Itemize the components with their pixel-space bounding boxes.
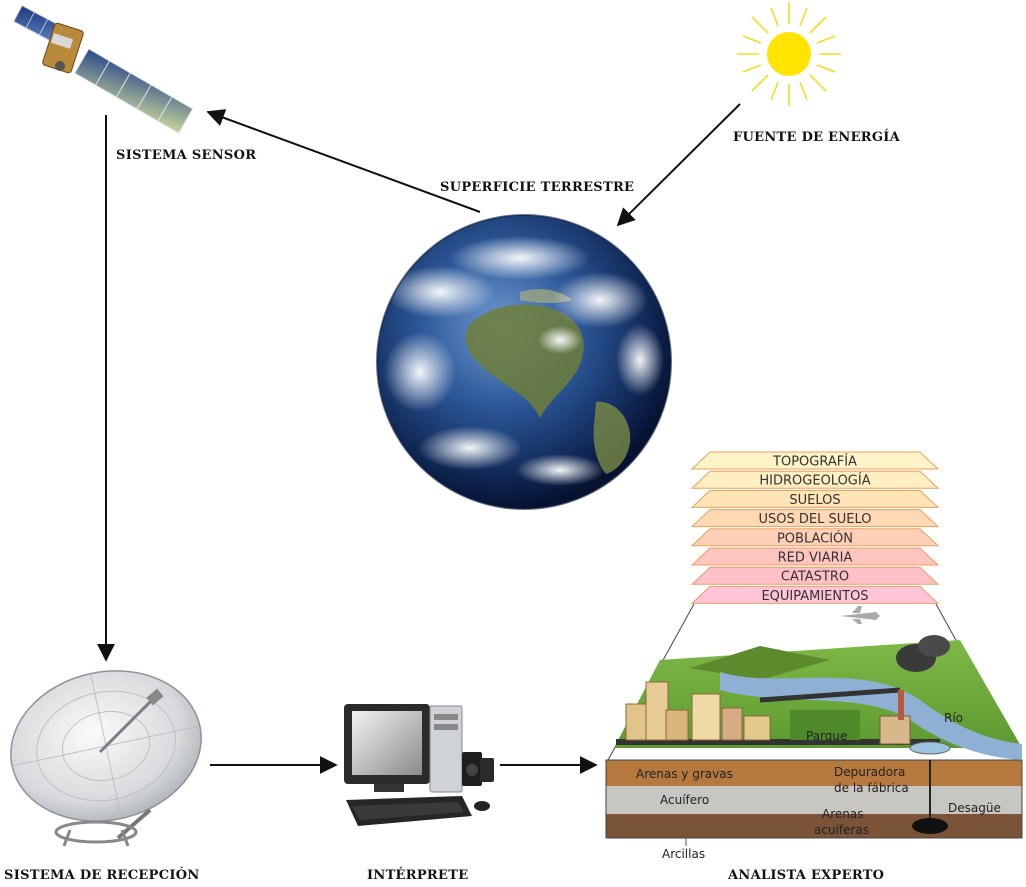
gis-layer: CATASTRO [690,566,940,585]
label-plant-line2: de la fábrica [834,781,909,795]
gis-layer: EQUIPAMIENTOS [690,585,940,604]
gis-layer-stack: TOPOGRAFÍA HIDROGEOLOGÍA SUELOS USOS DEL SU… [690,451,940,604]
satellite-icon [12,4,194,134]
label-park: Parque [806,729,847,743]
gis-layer-label: TOPOGRAFÍA [772,454,857,470]
gis-layer: HIDROGEOLOGÍA [690,470,940,489]
gis-layer: TOPOGRAFÍA [690,451,940,470]
arrows [97,103,741,774]
gis-layer-label: SUELOS [789,493,840,508]
caption-sistema-de-recepcion: SISTEMA DE RECEPCIÓN [4,868,200,883]
label-sands-aquifer-line2: acuíferas [814,823,869,837]
caption-superficie-terrestre: SUPERFICIE TERRESTRE [440,180,635,195]
caption-interprete: INTÉRPRETE [367,868,469,883]
gis-layer: POBLACIÓN [690,528,940,547]
label-sands-gravels: Arenas y gravas [636,767,733,781]
label-clays: Arcillas [662,847,705,861]
gis-layer-label: POBLACIÓN [777,530,853,546]
sun-icon [737,2,841,106]
gis-layer-label: EQUIPAMIENTOS [761,589,868,604]
arrow-energy-to-surface [616,103,741,227]
gis-layer: SUELOS [690,489,940,508]
airplane-icon [840,606,880,624]
earth-icon [376,214,672,510]
label-sands-aquifer-line1: Arenas [822,807,863,821]
caption-fuente-de-energia: FUENTE DE ENERGÍA [733,130,901,145]
label-aquifer: Acuífero [660,793,709,807]
label-drain: Desagüe [948,801,1001,815]
arrow-surface-to-sensor [206,109,481,213]
caption-analista-experto: ANALISTA EXPERTO [728,868,885,883]
caption-sistema-sensor: SISTEMA SENSOR [116,148,257,163]
landscape-block [605,606,1023,839]
label-river: Río [944,711,963,725]
gis-layer-label: RED VIARIA [778,551,853,566]
scene-labels: Río Parque Arenas y gravas Depuradora de… [636,711,1001,861]
computer-icon [344,704,494,826]
gis-layer: RED VIARIA [690,547,940,566]
satellite-dish-icon [10,670,202,847]
label-plant-line1: Depuradora [834,765,905,779]
gis-layer: USOS DEL SUELO [690,509,940,528]
gis-layer-label: HIDROGEOLOGÍA [759,473,870,489]
gis-layer-label: USOS DEL SUELO [759,512,872,527]
gis-layer-label: CATASTRO [781,570,849,585]
